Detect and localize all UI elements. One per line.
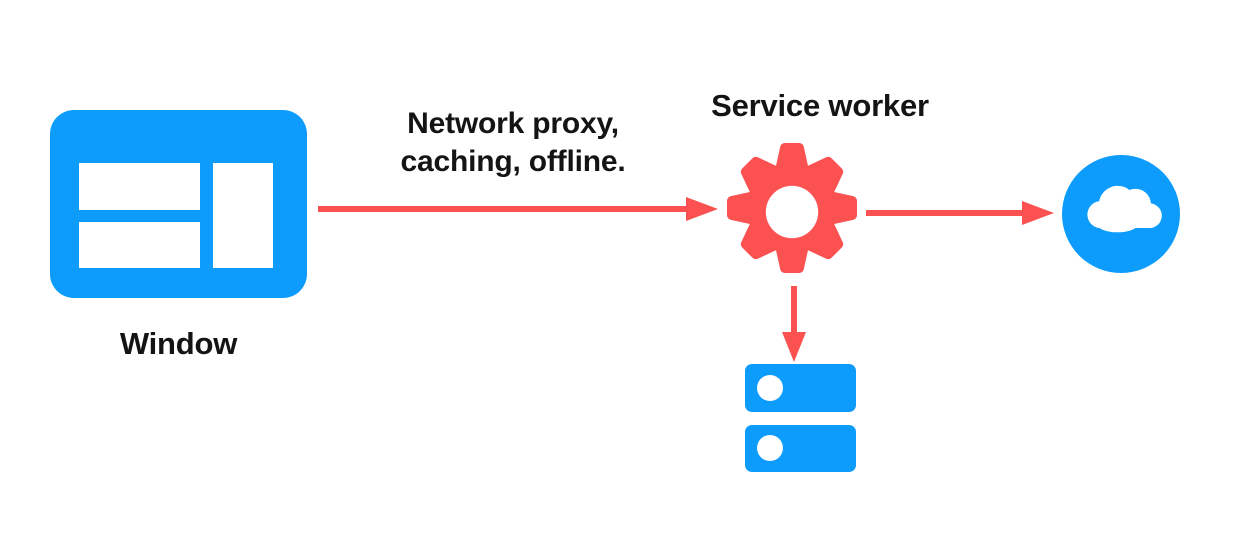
window-sidebar-column (213, 163, 273, 268)
window-pane-bottom (79, 221, 200, 268)
database-indicator-bottom (757, 435, 783, 462)
window-pane-side (213, 163, 273, 268)
database-indicator-top (757, 374, 783, 401)
window-content-column (79, 163, 200, 268)
service-worker-label: Service worker (711, 88, 929, 123)
arrow-service-worker-to-network (866, 200, 1054, 226)
database-icon (745, 364, 856, 472)
network-proxy-label-line-2: caching, offline. (400, 144, 626, 178)
arrow-window-to-service-worker (318, 196, 718, 222)
arrow-service-worker-to-cache (781, 286, 807, 362)
database-bar-top (745, 364, 856, 412)
window-pane-top (79, 163, 200, 210)
database-bar-bottom (745, 424, 856, 472)
network-proxy-label-line-1: Network proxy, (407, 107, 619, 140)
cloud-icon (1062, 155, 1180, 273)
gear-icon (723, 143, 861, 281)
browser-window-icon (50, 110, 307, 298)
network-proxy-label: Network proxy, caching, offline. (363, 105, 663, 180)
window-label: Window (119, 326, 238, 361)
